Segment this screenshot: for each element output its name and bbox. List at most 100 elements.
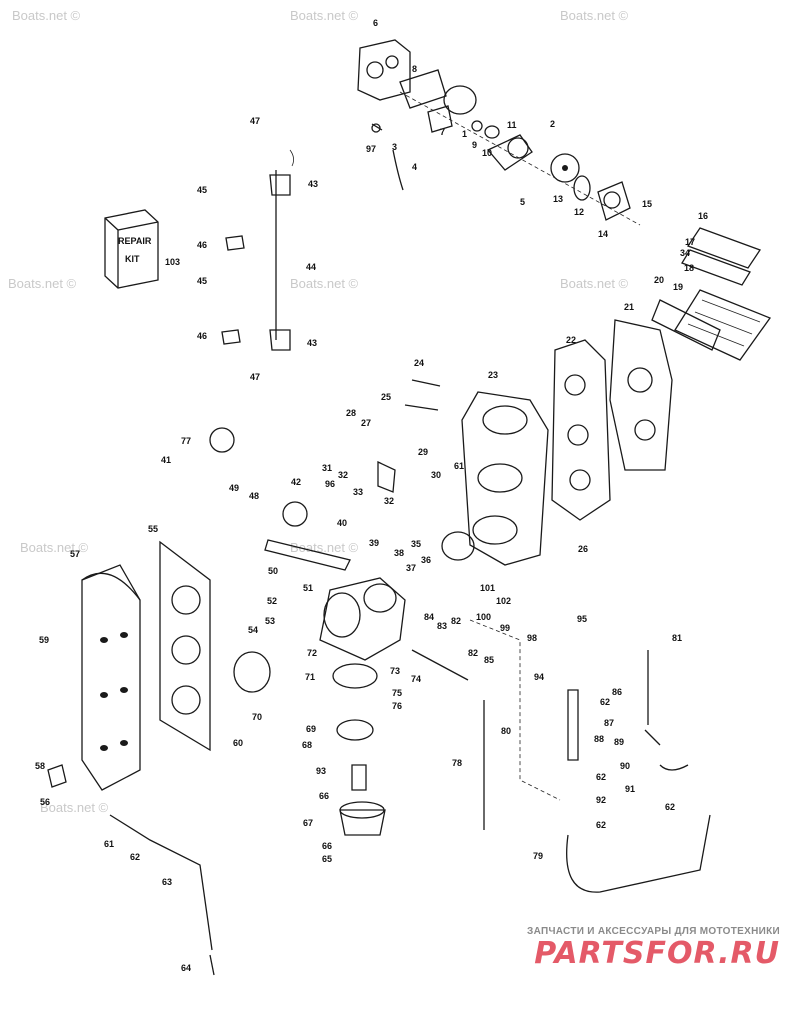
callout: 94 xyxy=(534,672,544,682)
callout: 27 xyxy=(361,418,371,428)
intake-silencer xyxy=(47,540,211,791)
callout: 57 xyxy=(70,549,80,559)
watermark: Boats.net © xyxy=(560,8,629,23)
callout: 60 xyxy=(233,738,243,748)
callout: 13 xyxy=(553,194,563,204)
callout: 99 xyxy=(500,623,510,633)
callout: 88 xyxy=(594,734,604,744)
callout: 1 xyxy=(462,129,467,139)
callout: 79 xyxy=(533,851,543,861)
callout: 69 xyxy=(306,724,316,734)
callout: 32 xyxy=(384,496,394,506)
callout: 45 xyxy=(197,185,207,195)
callout: 74 xyxy=(411,674,421,684)
callout: 73 xyxy=(390,666,400,676)
callout: 103 xyxy=(165,257,180,267)
callout: 61 xyxy=(104,839,114,849)
watermark: Boats.net © xyxy=(290,276,359,291)
callout: 35 xyxy=(411,539,421,549)
callout: 85 xyxy=(484,655,494,665)
callout: 43 xyxy=(307,338,317,348)
callout: 95 xyxy=(577,614,587,624)
callout: 24 xyxy=(414,358,424,368)
watermarks: Boats.net © Boats.net © Boats.net © Boat… xyxy=(8,8,629,815)
callout: 83 xyxy=(437,621,447,631)
callout: 67 xyxy=(303,818,313,828)
callout: 86 xyxy=(612,687,622,697)
callout: 62 xyxy=(600,697,610,707)
callout: 15 xyxy=(642,199,652,209)
callout: 61 xyxy=(454,461,464,471)
carburetor-body xyxy=(209,427,485,836)
callout: 28 xyxy=(346,408,356,418)
callout: 47 xyxy=(250,372,260,382)
callout: 44 xyxy=(306,262,316,272)
callout: 46 xyxy=(197,240,207,250)
callout: 64 xyxy=(181,963,191,973)
callout: 18 xyxy=(684,263,694,273)
callout: 34 xyxy=(680,248,690,258)
callout: 90 xyxy=(620,761,630,771)
callout: 81 xyxy=(672,633,682,643)
callout-labels: 1 2 3 4 5 6 7 8 9 10 11 12 13 14 15 16 1… xyxy=(35,18,708,973)
repair-kit: REPAIR KIT xyxy=(104,209,159,289)
callout: 54 xyxy=(248,625,258,635)
callout: 93 xyxy=(316,766,326,776)
callout: 72 xyxy=(307,648,317,658)
watermark: Boats.net © xyxy=(560,276,629,291)
callout: 40 xyxy=(337,518,347,528)
watermark: Boats.net © xyxy=(290,8,359,23)
callout: 3 xyxy=(392,142,397,152)
fuel-line-assembly xyxy=(469,619,711,893)
callout: 38 xyxy=(394,548,404,558)
callout: 43 xyxy=(308,179,318,189)
callout: 89 xyxy=(614,737,624,747)
callout: 21 xyxy=(624,302,634,312)
callout: 100 xyxy=(476,612,491,622)
callout: 39 xyxy=(369,538,379,548)
callout: 51 xyxy=(303,583,313,593)
callout: 12 xyxy=(574,207,584,217)
callout: 8 xyxy=(412,64,417,74)
brand-tagline: ЗАПЧАСТИ И АКСЕССУАРЫ ДЛЯ МОТОТЕХНИКИ xyxy=(527,926,780,937)
callout: 49 xyxy=(229,483,239,493)
watermark: Boats.net © xyxy=(12,8,81,23)
callout: 77 xyxy=(181,436,191,446)
watermark: Boats.net © xyxy=(20,540,89,555)
callout: 96 xyxy=(325,479,335,489)
callout: 23 xyxy=(488,370,498,380)
callout: 17 xyxy=(685,237,695,247)
callout: 68 xyxy=(302,740,312,750)
callout: 62 xyxy=(130,852,140,862)
callout: 11 xyxy=(507,120,517,130)
callout: 82 xyxy=(468,648,478,658)
kit-label-line2: KIT xyxy=(125,254,140,264)
callout: 47 xyxy=(250,116,260,126)
callout: 26 xyxy=(578,544,588,554)
watermark: Boats.net © xyxy=(40,800,109,815)
callout: 82 xyxy=(451,616,461,626)
callout: 37 xyxy=(406,563,416,573)
callout: 65 xyxy=(322,854,332,864)
callout: 63 xyxy=(162,877,172,887)
callout: 52 xyxy=(267,596,277,606)
callout: 29 xyxy=(418,447,428,457)
callout: 59 xyxy=(39,635,49,645)
callout: 66 xyxy=(319,791,329,801)
callout: 97 xyxy=(366,144,376,154)
callout: 7 xyxy=(440,127,445,137)
callout: 30 xyxy=(431,470,441,480)
fuel-hose-63 xyxy=(109,814,215,976)
callout: 33 xyxy=(353,487,363,497)
kit-label-line1: REPAIR xyxy=(118,236,152,246)
callout: 70 xyxy=(252,712,262,722)
callout: 32 xyxy=(338,470,348,480)
callout: 102 xyxy=(496,596,511,606)
callout: 20 xyxy=(654,275,664,285)
callout: 62 xyxy=(665,802,675,812)
callout: 62 xyxy=(596,772,606,782)
callout: 50 xyxy=(268,566,278,576)
callout: 48 xyxy=(249,491,259,501)
callout: 76 xyxy=(392,701,402,711)
